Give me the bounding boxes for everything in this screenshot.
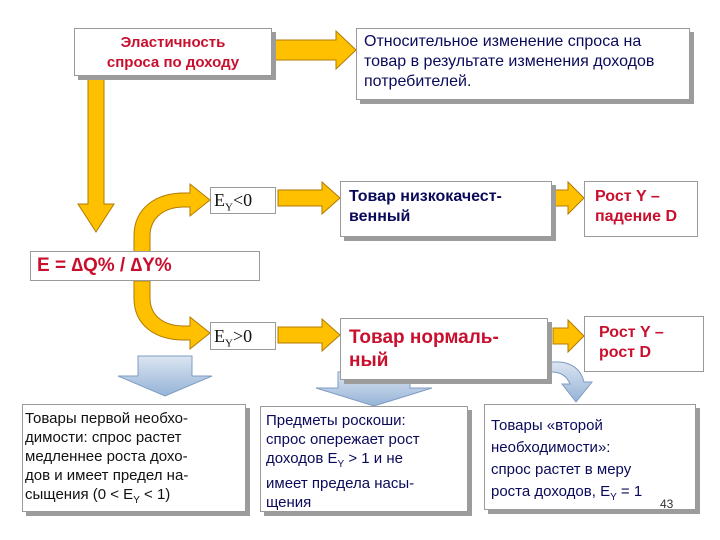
- normal-note-line-1: Рост Y –: [599, 324, 664, 341]
- arrow-title-to-definition: [271, 29, 357, 71]
- luxury-line-3-start: доходов E: [266, 450, 338, 467]
- second-line-4-sub: Y: [610, 492, 617, 503]
- necessities-line-4: дов и имеет предел на-: [25, 467, 189, 484]
- luxury-line-3-sub: Y: [337, 459, 345, 470]
- inferior-note-line-1: Рост Y –: [595, 188, 660, 205]
- second-line-4-end: = 1: [616, 483, 643, 500]
- necessities-line-3: медленнее роста дохо-: [25, 448, 188, 465]
- title-line-1: Эластичность: [120, 34, 226, 51]
- luxury-line-2: спрос опережает рост: [266, 431, 420, 448]
- necessities-line-1: Товары первой необхо-: [25, 410, 188, 427]
- arrow-to-ey-negative: [133, 182, 211, 261]
- second-line-4-start: роста доходов, E: [491, 483, 611, 500]
- second-line-2: необходимости»:: [491, 439, 611, 456]
- arrow-ey-negative-to-inferior: [277, 180, 341, 216]
- page-number: 43: [660, 497, 674, 511]
- luxury-line-4: имеет предела насы-: [266, 475, 415, 492]
- formula-bar: E = ∆Q% / ∆Y%: [30, 251, 260, 281]
- inferior-line-2: венный: [349, 208, 411, 225]
- arrow-normal-to-note: [552, 318, 585, 354]
- necessities-line-5-end: < 1): [139, 486, 171, 503]
- curved-arrow-second-necessity: [545, 361, 594, 403]
- ey-neg-suffix: <0: [232, 190, 253, 210]
- arrow-inferior-to-note: [552, 180, 585, 216]
- normal-line-1: Товар нормаль-: [349, 327, 499, 348]
- luxury-line-3: доходов EY > 1 и не: [266, 449, 467, 474]
- second-line-1: Товары «второй: [491, 417, 603, 434]
- title-line-2: спроса по доходу: [106, 54, 240, 71]
- luxury-line-1: Предметы роскоши:: [266, 412, 406, 429]
- ey-pos-prefix: E: [214, 326, 225, 346]
- definition-box: Относительное изменение спроса на товар …: [356, 28, 690, 100]
- second-line-4: роста доходов, EY = 1: [491, 481, 695, 509]
- inferior-line-1: Товар низкокачест-: [349, 188, 502, 205]
- necessities-line-5-start: сыщения (0 < E: [25, 486, 134, 503]
- ey-pos-sub: Y: [225, 337, 233, 350]
- necessities-box: Товары первой необхо- димости: спрос рас…: [22, 404, 246, 512]
- arrow-title-down: [77, 77, 115, 233]
- ey-pos-suffix: >0: [232, 326, 253, 346]
- down-arrow-necessities: [117, 355, 213, 397]
- arrow-ey-positive-to-normal: [277, 317, 341, 353]
- definition-line-3: потребителей.: [364, 73, 472, 90]
- second-line-3: спрос растет в меру: [491, 461, 632, 478]
- ey-neg-prefix: E: [214, 190, 225, 210]
- normal-note-line-2: рост D: [599, 344, 652, 361]
- definition-line-1: Относительное изменение спроса на: [364, 33, 642, 50]
- ey-negative-box: EY<0: [210, 187, 276, 214]
- luxury-line-3-end: > 1 и не: [344, 450, 403, 467]
- arrow-to-ey-positive: [133, 280, 211, 351]
- income-elasticity-title-box: Эластичность спроса по доходу: [74, 28, 272, 76]
- inferior-note-box: Рост Y – падение D: [584, 181, 698, 237]
- normal-line-2: ный: [349, 350, 389, 371]
- inferior-good-box: Товар низкокачест- венный: [340, 181, 552, 237]
- normal-good-box: Товар нормаль- ный: [340, 318, 548, 380]
- formula-text: E = ∆Q% / ∆Y%: [37, 255, 172, 276]
- luxury-line-5: щения: [266, 494, 312, 511]
- second-necessity-box: Товары «второй необходимости»: спрос рас…: [484, 404, 696, 510]
- inferior-note-line-2: падение D: [595, 208, 678, 225]
- normal-note-box: Рост Y – рост D: [584, 316, 704, 372]
- necessities-line-5-sub: Y: [133, 495, 140, 506]
- necessities-line-2: димости: спрос растет: [25, 429, 182, 446]
- luxury-box: Предметы роскоши: спрос опережает рост д…: [260, 406, 468, 512]
- necessities-line-5: сыщения (0 < EY < 1): [25, 485, 245, 510]
- ey-neg-sub: Y: [225, 201, 233, 214]
- ey-positive-box: EY>0: [210, 322, 276, 350]
- definition-line-2: товар в результате изменения доходов: [364, 53, 655, 70]
